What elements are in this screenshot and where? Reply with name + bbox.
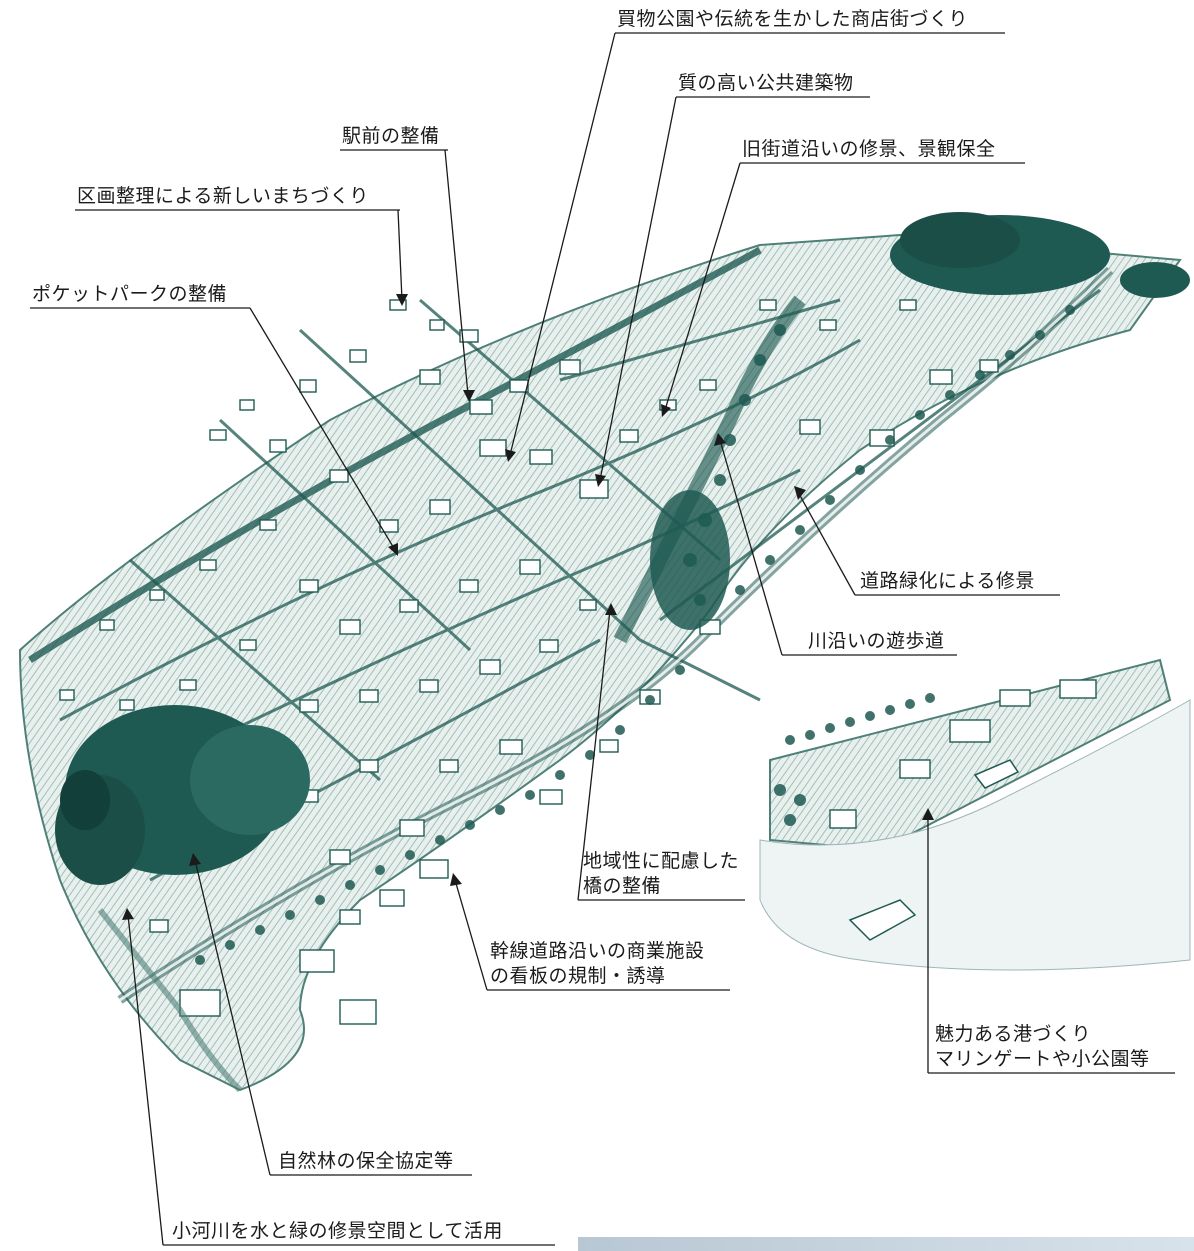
small-river: [97, 908, 243, 1093]
street-trees: [195, 305, 1075, 965]
natural-forest: [55, 705, 310, 885]
label-trunk-road-signs: 幹線道路沿いの商業施設 の看板の規制・誘導: [490, 940, 705, 987]
leader-lines: [30, 32, 1175, 1246]
label-shopping-street: 買物公園や伝統を生かした商店街づくり: [617, 8, 969, 30]
label-road-greening: 道路緑化による修景: [860, 570, 1035, 592]
label-small-river: 小河川を水と緑の修景空間として活用: [172, 1220, 503, 1242]
label-attractive-port: 魅力ある港づくり マリンゲートや小公園等: [935, 1023, 1150, 1070]
bottom-color-band: [578, 1237, 1194, 1251]
label-public-buildings: 質の高い公共建築物: [678, 72, 854, 94]
label-regional-bridge: 地域性に配慮した 橋の整備: [583, 850, 740, 897]
label-natural-forest: 自然林の保全協定等: [278, 1150, 454, 1172]
label-old-road-landscape: 旧街道沿いの修景、景観保全: [742, 138, 996, 160]
label-station-front: 駅前の整備: [342, 125, 440, 147]
riverside-forest: [650, 490, 730, 630]
harbor-inset: [759, 658, 1191, 971]
label-land-readjustment: 区画整理による新しいまちづくり: [77, 185, 369, 207]
label-pocket-park: ポケットパークの整備: [32, 283, 228, 305]
arrowheads: [122, 294, 934, 920]
label-riverside-promenade: 川沿いの遊歩道: [808, 630, 945, 652]
hill-forest: [890, 212, 1190, 298]
